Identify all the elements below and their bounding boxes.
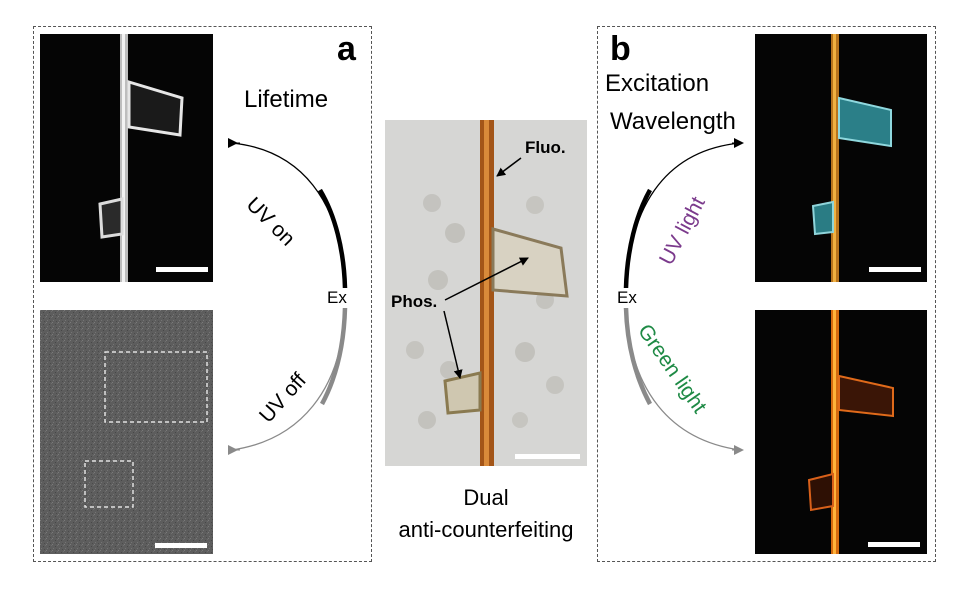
bright-field-micrograph (385, 120, 587, 466)
wavelength-title: Wavelength (610, 108, 736, 135)
green-light-micrograph (755, 310, 927, 554)
panel-a-letter: a (337, 30, 356, 68)
scale-bar (155, 543, 207, 548)
scale-bar (869, 267, 921, 272)
phos-label: Phos. (391, 292, 438, 311)
uv-on-micrograph (40, 34, 213, 282)
panel-b-letter: b (610, 30, 631, 68)
uv-light-micrograph (755, 34, 927, 282)
panel-b-frame (597, 26, 936, 562)
fluo-pointer (496, 157, 522, 177)
scale-bar (156, 267, 208, 272)
scale-bar (515, 454, 580, 459)
scale-bar (868, 542, 920, 547)
dashed-box-large (104, 351, 208, 423)
phos-pointer-lower (443, 310, 463, 379)
ex-label-b: Ex (617, 288, 637, 307)
phos-pointer-upper (444, 257, 529, 301)
panel-a-frame (33, 26, 372, 562)
excitation-title: Excitation (605, 70, 710, 97)
lifetime-title: Lifetime (244, 86, 329, 113)
caption-dual: Dual (463, 485, 509, 510)
dashed-box-small (84, 460, 134, 508)
caption-anti-counterfeiting: anti-counterfeiting (398, 517, 574, 542)
ex-label-a: Ex (327, 288, 347, 307)
uv-off-micrograph (40, 310, 213, 554)
fluo-label: Fluo. (525, 138, 566, 157)
